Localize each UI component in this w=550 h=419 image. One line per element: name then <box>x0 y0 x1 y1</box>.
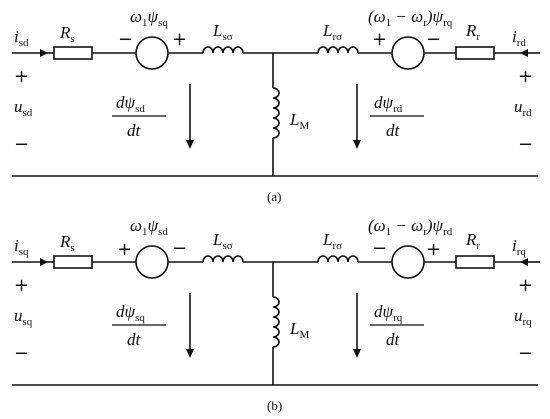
circuit-b-right-source-sign-right: + <box>426 239 441 260</box>
circuit-a-stator-flux-denominator: dt <box>127 121 142 140</box>
circuit-b-rotor-terminal-plus: + <box>518 275 533 296</box>
circuit-b-stator-resistor <box>53 255 93 269</box>
circuit-b <box>12 245 540 386</box>
circuit-a-rotor-resistance-label: Rr <box>465 21 480 43</box>
circuit-b-rotor-voltage-label: urq <box>514 306 532 328</box>
circuit-a-magnetizing-inductor <box>272 87 280 139</box>
circuit-b-stator-flux-arrowhead <box>186 349 194 358</box>
circuit-b-rotor-current-label: irq <box>512 236 526 258</box>
circuit-a-rotor-flux-numerator: dψrd <box>374 93 403 115</box>
circuit-a-stator-current-arrowhead <box>40 49 48 57</box>
circuit-b-left-source-sign-right: − <box>172 238 187 259</box>
circuit-a-stator-current-label: isd <box>14 27 29 49</box>
circuit-b-rotor-current-arrowhead <box>520 258 528 266</box>
circuit-a-left-voltage-source <box>135 36 169 70</box>
circuit-a-rotor-flux-denominator: dt <box>386 121 401 140</box>
circuit-b-rotor-resistance-label: Rr <box>465 230 480 252</box>
circuit-a-stator-resistance-label: Rs <box>59 23 75 45</box>
circuit-b-magnetizing-label: LM <box>289 319 309 341</box>
circuit-a <box>12 36 540 177</box>
circuit-a-rotor-resistor <box>455 46 495 60</box>
circuit-b-rotor-leakage-inductor <box>317 255 359 263</box>
circuit-a-right-source-label: (ω1 − ωr)ψrq <box>368 7 453 29</box>
circuit-a-rotor-flux-arrowhead <box>353 140 361 149</box>
circuit-a-left-source-sign-right: + <box>172 29 187 50</box>
circuit-b-right-source-sign-left: − <box>372 238 387 259</box>
circuit-a-stator-terminal-plus: + <box>14 66 29 87</box>
circuit-a-stator-resistor <box>53 46 93 60</box>
circuit-b-stator-resistance-label: Rs <box>59 232 75 254</box>
circuit-a-stator-terminal-minus: − <box>14 134 29 155</box>
circuit-b-rotor-flux-arrowhead <box>353 349 361 358</box>
circuit-b-stator-terminal-plus: + <box>14 275 29 296</box>
circuit-a-stator-voltage-label: usd <box>14 97 33 119</box>
circuit-a-rotor-current-label: ird <box>512 27 526 49</box>
circuit-b-right-source-label: (ω1 − ωr)ψrd <box>368 216 453 238</box>
circuit-b-stator-current-label: isq <box>14 236 29 258</box>
circuit-a-left-source-label: ω1ψsq <box>130 7 168 29</box>
circuit-b-stator-leakage-label: Lsσ <box>212 230 233 252</box>
circuit-a-rotor-terminal-plus: + <box>518 66 533 87</box>
circuit-b-left-source-sign-left: + <box>117 239 132 260</box>
circuit-b-rotor-terminal-minus: − <box>518 343 533 364</box>
circuit-a-rotor-terminal-minus: − <box>518 134 533 155</box>
circuit-a-right-source-sign-left: + <box>372 29 387 50</box>
circuit-a-stator-leakage-inductor <box>202 46 244 54</box>
circuit-a-right-voltage-source <box>391 36 425 70</box>
circuit-b-stator-voltage-label: usq <box>14 306 33 328</box>
circuit-b-stator-flux-denominator: dt <box>127 330 142 349</box>
circuit-a-rotor-current-arrowhead <box>520 49 528 57</box>
circuit-b-rotor-leakage-label: Lrσ <box>322 230 342 252</box>
circuit-b-rotor-flux-denominator: dt <box>386 330 401 349</box>
circuit-a-stator-flux-numerator: dψsd <box>116 93 145 115</box>
circuit-a-rotor-voltage-label: urd <box>514 97 532 119</box>
circuit-b-left-source-label: ω1ψsd <box>130 216 168 238</box>
circuit-b-rotor-flux-numerator: dψrq <box>374 302 403 324</box>
circuit-b-stator-terminal-minus: − <box>14 343 29 364</box>
circuit-b-stator-current-arrowhead <box>40 258 48 266</box>
circuit-b-stator-flux-numerator: dψsq <box>116 302 145 324</box>
circuit-a-caption: (a) <box>267 189 281 204</box>
circuit-b-caption: (b) <box>267 398 282 413</box>
circuit-b-magnetizing-inductor <box>272 296 280 348</box>
circuit-b-rotor-resistor <box>455 255 495 269</box>
circuit-b-right-voltage-source <box>391 245 425 279</box>
circuit-a-stator-flux-arrowhead <box>186 140 194 149</box>
circuit-b-left-voltage-source <box>135 245 169 279</box>
circuit-a-right-source-sign-right: − <box>426 29 441 50</box>
circuit-a-rotor-leakage-label: Lrσ <box>322 21 342 43</box>
circuit-b-stator-leakage-inductor <box>202 255 244 263</box>
circuit-a-magnetizing-label: LM <box>289 110 309 132</box>
circuit-a-left-source-sign-left: − <box>118 29 133 50</box>
circuit-a-stator-leakage-label: Lsσ <box>212 21 233 43</box>
circuit-a-rotor-leakage-inductor <box>317 46 359 54</box>
